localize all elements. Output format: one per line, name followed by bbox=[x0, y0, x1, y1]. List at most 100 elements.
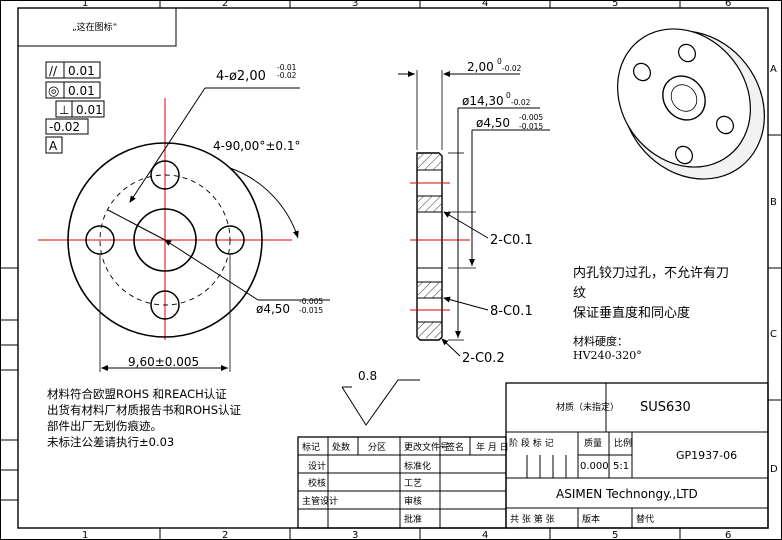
rev-header-mark: 标记 bbox=[302, 441, 320, 453]
col-number-bottom-4: 4 bbox=[482, 530, 488, 540]
datum-label: A bbox=[49, 139, 58, 153]
thickness-tol-lower: -0.02 bbox=[502, 64, 522, 73]
title-block bbox=[297, 382, 769, 529]
row-letter-d: D bbox=[770, 464, 778, 475]
row-letter-c: C bbox=[770, 329, 777, 340]
rev-header-sign: 签名 bbox=[446, 441, 464, 453]
corner-tag-box: „这在图标‟ bbox=[17, 7, 177, 47]
front-view bbox=[38, 87, 330, 372]
center-hole-tol-lower: -0.015 bbox=[299, 306, 323, 315]
parallelism-value: 0.01 bbox=[68, 64, 95, 78]
weight-value: 0.000 bbox=[580, 461, 609, 472]
note-right-line1: 内孔铰刀过孔，不允许有刀 bbox=[573, 265, 729, 281]
id-tol-upper: -0.005 bbox=[519, 113, 543, 122]
thickness-tol-upper: 0 bbox=[497, 57, 502, 66]
section-view bbox=[398, 70, 550, 357]
col-number-top-5: 5 bbox=[612, 0, 618, 9]
standardize-label: 标准化 bbox=[404, 460, 431, 472]
company-name: ASIMEN Technongy.,LTD bbox=[556, 487, 698, 501]
concentricity-value: 0.01 bbox=[68, 84, 95, 98]
small-holes-tol-upper: -0.01 bbox=[277, 63, 297, 72]
stage-label: 阶 段 标 记 bbox=[509, 437, 554, 449]
scale-value: 5:1 bbox=[613, 461, 629, 472]
rev-header-zone: 分区 bbox=[368, 442, 386, 453]
material-value: SUS630 bbox=[640, 400, 691, 415]
row-letter-b: B bbox=[770, 197, 777, 208]
od-label: ø14,30 bbox=[462, 94, 504, 108]
note-right-line2: 纹 bbox=[573, 286, 586, 301]
small-hole-left bbox=[85, 225, 115, 255]
thickness-label: 2,00 bbox=[467, 60, 494, 74]
approve-label: 批准 bbox=[404, 513, 422, 525]
rev-header-date: 年 月 日 bbox=[476, 441, 509, 453]
angle-label: 4-90,00°±0.1° bbox=[213, 139, 300, 153]
notes-right: 内孔铰刀过孔，不允许有刀 纹 保证垂直度和同心度 材料硬度： HV240-320… bbox=[573, 265, 729, 362]
col-number-bottom-1: 1 bbox=[82, 530, 88, 540]
drawing-number: GP1937-06 bbox=[676, 449, 737, 462]
od-tol-upper: 0 bbox=[506, 91, 511, 100]
perpendicularity-value: 0.01 bbox=[76, 103, 103, 117]
hardness-value: HV240-320° bbox=[573, 349, 642, 362]
col-number-top-6: 6 bbox=[725, 0, 731, 9]
id-label: ø4,50 bbox=[476, 116, 510, 130]
rev-header-count: 处数 bbox=[332, 441, 350, 453]
check-label: 校核 bbox=[308, 477, 326, 489]
od-tol-lower: -0.02 bbox=[511, 98, 531, 107]
chamfer-1-label: 2-C0.1 bbox=[490, 233, 533, 248]
rev-header-doc: 更改文件号 bbox=[404, 441, 449, 453]
gdt-frames: // 0.01 ◎ 0.01 ⊥ 0.01 -0.02 A bbox=[45, 61, 105, 154]
pcd-label: 9,60±0.005 bbox=[128, 355, 199, 369]
center-hole-label: ø4,50 bbox=[256, 302, 290, 316]
isometric-view bbox=[617, 28, 765, 180]
outer-diameter-circle bbox=[67, 142, 263, 338]
center-hole-circle bbox=[133, 208, 197, 272]
process-label: 工艺 bbox=[404, 478, 422, 489]
small-holes-label: 4-ø2,00 bbox=[216, 69, 266, 84]
hardness-title: 材料硬度： bbox=[573, 334, 628, 348]
col-number-top-2: 2 bbox=[222, 0, 228, 9]
col-number-top-4: 4 bbox=[482, 0, 488, 9]
col-number-bottom-5: 5 bbox=[612, 530, 618, 540]
design-label: 设计 bbox=[308, 460, 326, 472]
chamfer-2-label: 8-C0.1 bbox=[490, 304, 533, 319]
id-tol-lower: -0.015 bbox=[519, 122, 543, 131]
note-left-line1: 材料符合欧盟ROHS 和REACH认证 bbox=[47, 387, 227, 401]
small-hole-top bbox=[150, 160, 180, 190]
notes-left: 材料符合欧盟ROHS 和REACH认证 出货有材料厂材质报告书和ROHS认证 部… bbox=[47, 387, 241, 449]
sheets-label: 共 张 第 张 bbox=[510, 513, 555, 525]
small-hole-bottom bbox=[150, 290, 180, 320]
roughness-symbol: 0.8 bbox=[341, 369, 420, 426]
row-letter-a: A bbox=[770, 64, 777, 75]
scale-label: 比例 bbox=[614, 437, 632, 449]
col-number-bottom-2: 2 bbox=[222, 530, 228, 540]
version-label: 版本 bbox=[582, 513, 600, 525]
material-label: 材质（未指定） bbox=[556, 401, 619, 413]
center-hole-tol-upper: -0.005 bbox=[299, 297, 323, 306]
small-hole-right bbox=[215, 225, 245, 255]
col-number-bottom-3: 3 bbox=[352, 530, 358, 540]
col-number-top-3: 3 bbox=[352, 0, 358, 9]
replace-label: 替代 bbox=[636, 513, 654, 525]
review-label: 审核 bbox=[404, 495, 422, 507]
parallelism-symbol: // bbox=[49, 64, 58, 78]
section-view-labels: 2,00 0 -0.02 ø14,30 0 -0.02 ø4,50 -0.005… bbox=[462, 57, 543, 366]
pitch-circle bbox=[99, 174, 231, 306]
row-letters: A B C D bbox=[770, 64, 778, 475]
note-right-line3: 保证垂直度和同心度 bbox=[573, 305, 690, 321]
column-numbers: 1 2 3 4 5 6 1 2 3 4 5 6 bbox=[82, 0, 731, 540]
chamfer-3-label: 2-C0.2 bbox=[462, 351, 505, 366]
roughness-value: 0.8 bbox=[358, 369, 377, 383]
note-left-line3: 部件出厂无划伤痕迹。 bbox=[47, 419, 162, 433]
note-left-line2: 出货有材料厂材质报告书和ROHS认证 bbox=[47, 403, 241, 417]
col-number-bottom-6: 6 bbox=[725, 530, 731, 540]
corner-tag-text: „这在图标‟ bbox=[72, 21, 117, 33]
concentricity-symbol: ◎ bbox=[48, 84, 59, 99]
note-left-line4: 未标注公差请执行±0.03 bbox=[47, 435, 174, 449]
chief-design-label: 主管设计 bbox=[302, 495, 338, 507]
front-view-labels: 4-ø2,00 -0.01 -0.02 4-90,00°±0.1° ø4,50 … bbox=[128, 63, 323, 369]
perpendicularity-symbol: ⊥ bbox=[59, 103, 69, 117]
offset-value: -0.02 bbox=[49, 120, 80, 134]
col-number-top-1: 1 bbox=[82, 0, 88, 9]
